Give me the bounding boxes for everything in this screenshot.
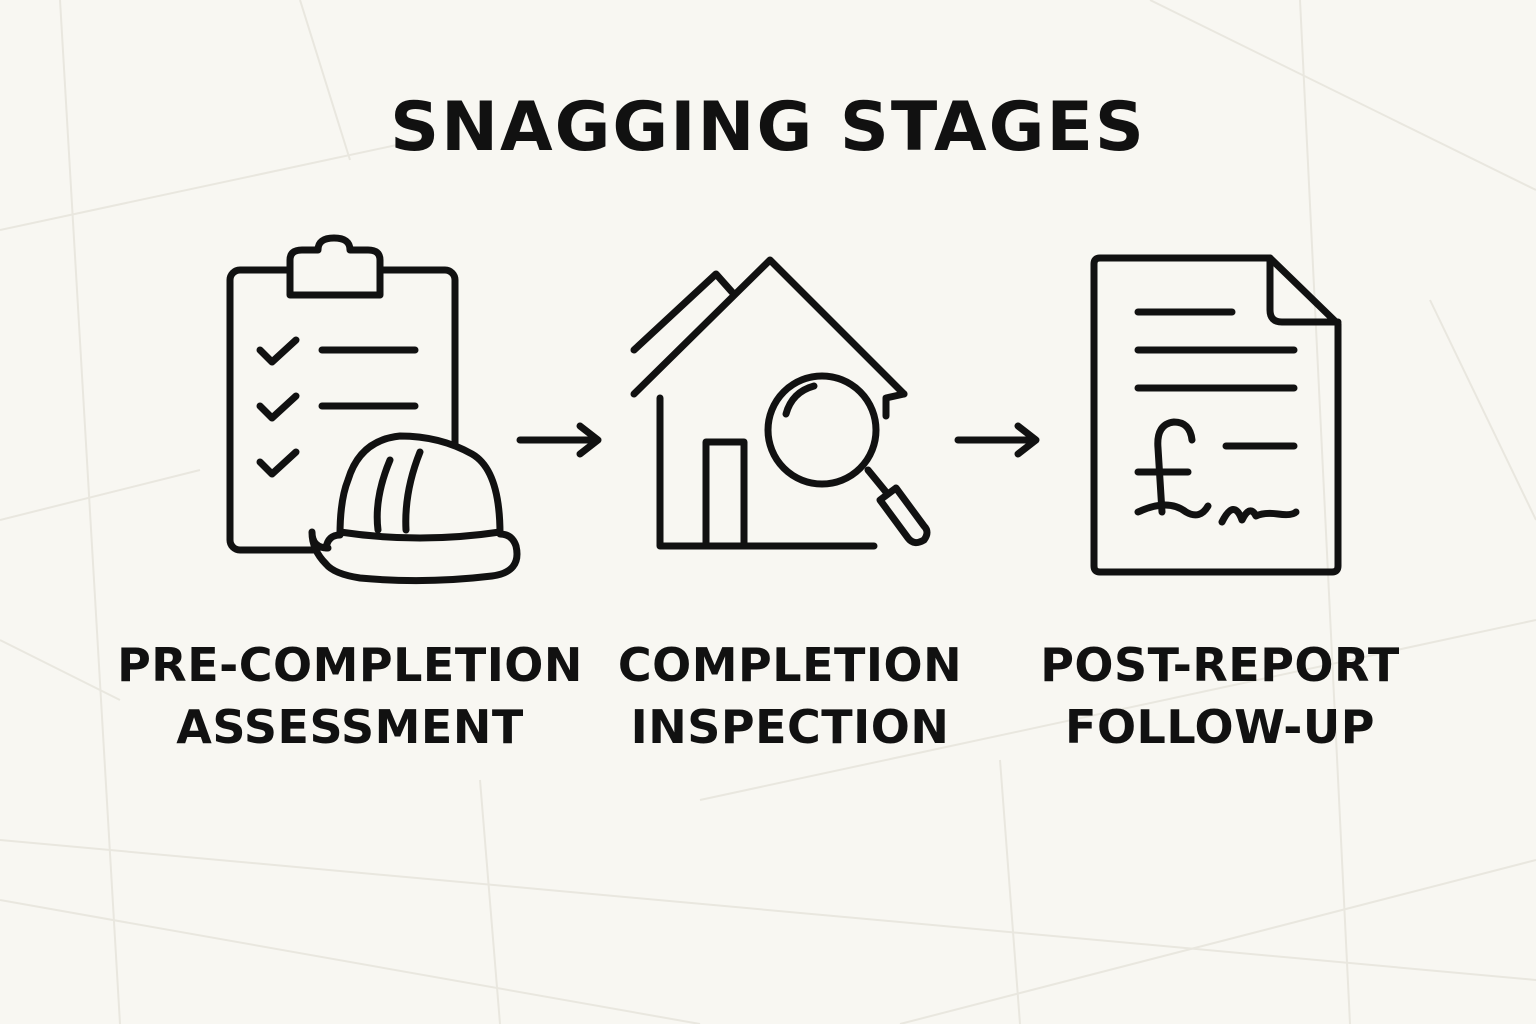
- clipboard-hardhat-icon: [226, 234, 521, 585]
- arrow-right-icon: [516, 422, 602, 458]
- stage-label-pre-completion: PRE-COMPLETION ASSESSMENT: [110, 634, 590, 758]
- document-pound-icon: [1090, 254, 1342, 576]
- stage-label-line: POST-REPORT: [1040, 638, 1400, 692]
- stage-label-completion: COMPLETION INSPECTION: [560, 634, 1020, 758]
- house-magnifier-icon: [630, 256, 931, 550]
- stage-label-line: COMPLETION: [617, 638, 963, 692]
- stage-label-post-report: POST-REPORT FOLLOW-UP: [1000, 634, 1440, 758]
- stage-label-line: FOLLOW-UP: [1065, 700, 1375, 754]
- arrow-right-icon: [954, 422, 1040, 458]
- stage-label-line: PRE-COMPLETION: [117, 638, 583, 692]
- diagram-title: SNAGGING STAGES: [390, 88, 1146, 167]
- stage-label-line: ASSESSMENT: [176, 700, 524, 754]
- stage-label-line: INSPECTION: [630, 700, 950, 754]
